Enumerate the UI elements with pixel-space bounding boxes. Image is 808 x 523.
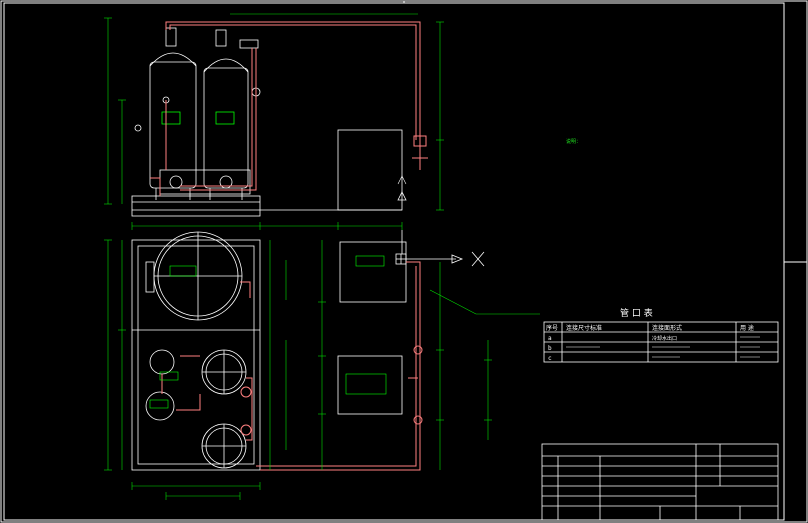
- pipe-table-row-a-no: a: [548, 335, 552, 342]
- inner-frame: [3, 2, 785, 521]
- box-upper: [339, 241, 407, 303]
- title-block: [541, 443, 779, 521]
- pipe-table-row-a-face: 冷却水出口: [652, 335, 677, 342]
- pipe-table-header-face: 连接面形式: [652, 324, 682, 332]
- piping-top: [150, 21, 428, 196]
- pipe-table-title: 管 口 表: [620, 307, 653, 319]
- plan-dimensions: [104, 239, 540, 500]
- tank-right-label-box: [215, 111, 235, 125]
- cabinet-top: [337, 129, 403, 211]
- pipe-table-header-use: 用 途: [740, 324, 754, 332]
- notes-block: 说明：: [566, 139, 706, 146]
- plan-view: [131, 230, 485, 471]
- plan-labels: [149, 255, 387, 409]
- plan-frame: [131, 239, 261, 471]
- elevation-dimensions: [104, 13, 444, 230]
- box-lower: [337, 355, 403, 415]
- pipe-table-cell-fill: [566, 336, 760, 358]
- pipe-table: [543, 321, 779, 363]
- pipe-table-header-no: 序号: [546, 324, 558, 332]
- base-frame: [131, 195, 261, 217]
- piping-plan: [161, 261, 423, 471]
- pipe-table-row-c-no: c: [548, 355, 552, 362]
- tank-left-label-box: [161, 111, 181, 125]
- notes-title: 说明：: [566, 139, 582, 145]
- pipe-table-row-b-no: b: [548, 345, 552, 352]
- elevation-view: [131, 27, 407, 217]
- tank-left: [149, 61, 197, 189]
- pipe-table-header-std: 连接尺寸标准: [566, 324, 602, 332]
- filter-2: [145, 391, 175, 421]
- filter-1: [149, 349, 175, 375]
